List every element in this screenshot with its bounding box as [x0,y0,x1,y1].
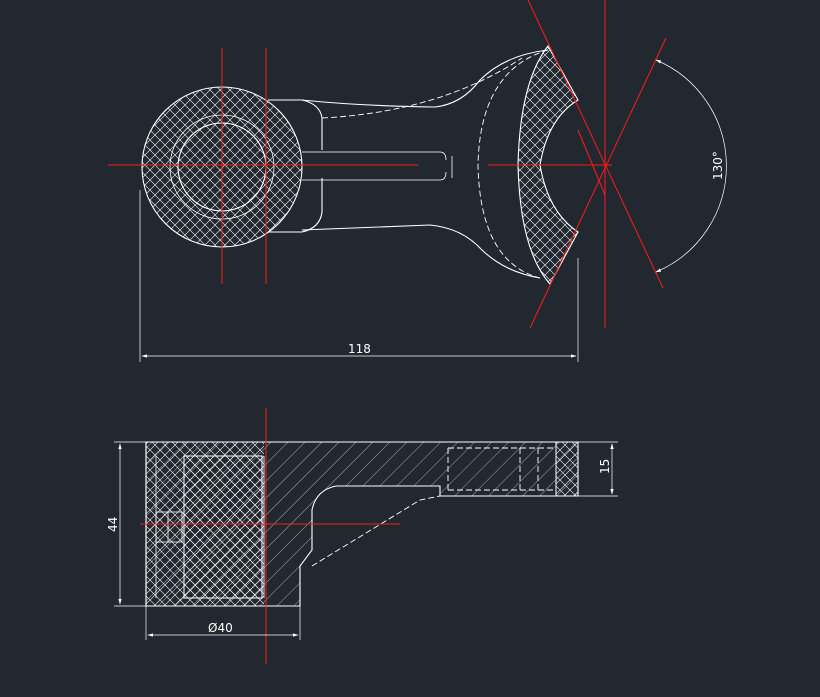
centerline-jaw-angled-2 [529,37,667,329]
jaw-end-section [555,441,579,497]
top-view: 130° 118 [108,0,727,362]
height-dimension-label: 44 [106,517,120,532]
length-dimension-label: 118 [348,342,371,356]
angle-dimension-label: 130° [711,151,725,180]
arm-outline-bottom [268,178,323,233]
arm-hidden-upper [321,57,523,119]
arm-slot-bottom [302,171,447,181]
arm-outline-lower [301,224,541,279]
jaw-section [517,45,579,285]
diameter-dimension-label: Ø40 [208,621,233,635]
boss-bore [183,455,263,599]
jaw-hidden-arc [477,49,549,279]
arm-hidden-edge [311,495,441,567]
arm-slot-top [302,151,447,161]
centerline-jaw-angled-1 [527,0,664,289]
thickness-dimension-label: 15 [598,459,612,474]
boss-keyway [155,511,183,543]
slot-hidden [447,447,556,491]
front-view: 44 15 Ø40 [106,408,618,664]
arm-outline-upper [301,49,549,108]
angle-dimension-arc [655,59,727,273]
centerline-jaw-diag [577,129,606,196]
